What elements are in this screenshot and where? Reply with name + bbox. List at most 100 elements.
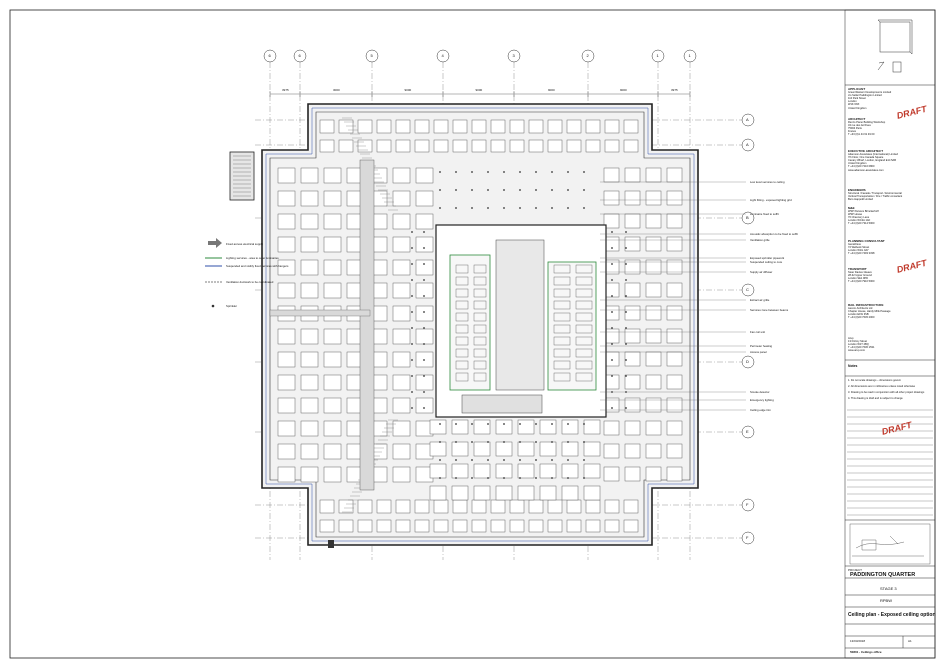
core-cell bbox=[455, 264, 469, 274]
ceiling-coffer bbox=[471, 119, 487, 134]
section-heading: PLANNING CONSULTANT bbox=[848, 239, 885, 243]
ceiling-coffer bbox=[392, 167, 411, 184]
ceiling-coffer bbox=[561, 419, 579, 435]
light-fitting bbox=[455, 459, 457, 461]
core-cell bbox=[553, 288, 571, 298]
ceiling-coffer bbox=[666, 420, 683, 436]
ceiling-coffer bbox=[645, 466, 662, 482]
light-fitting bbox=[423, 391, 425, 393]
section-heading: M&E bbox=[848, 206, 855, 210]
core-cell bbox=[455, 372, 469, 382]
ceiling-coffer bbox=[547, 139, 563, 153]
ceiling-coffer bbox=[509, 119, 525, 134]
light-fitting bbox=[625, 263, 627, 265]
project-label: PROJECT bbox=[848, 568, 863, 572]
section-line: London E1W 3SB bbox=[848, 313, 869, 317]
light-fitting bbox=[551, 441, 553, 443]
light-fitting bbox=[471, 171, 473, 173]
ceiling-coffer bbox=[473, 419, 491, 435]
ceiling-coffer bbox=[645, 397, 662, 413]
light-fitting bbox=[611, 311, 613, 313]
ceiling-coffer bbox=[473, 485, 491, 501]
light-fitting bbox=[535, 459, 537, 461]
core-cell bbox=[455, 288, 469, 298]
light-fitting bbox=[519, 171, 521, 173]
core-cell bbox=[455, 300, 469, 310]
core-cell bbox=[473, 324, 487, 334]
legend-arrow-symbol bbox=[208, 238, 222, 248]
ceiling-coffer bbox=[645, 213, 662, 229]
ceiling-coffer bbox=[415, 282, 434, 299]
ceiling-coffer bbox=[392, 236, 411, 253]
grid-bubble-column bbox=[263, 49, 277, 63]
annotation-text: Emergency lighting bbox=[750, 397, 774, 402]
section-line: United Kingdom bbox=[848, 162, 867, 166]
light-fitting bbox=[503, 477, 505, 479]
ceiling-coffer bbox=[415, 397, 434, 414]
light-fitting bbox=[439, 477, 441, 479]
ceiling-coffer bbox=[357, 119, 373, 134]
light-fitting bbox=[471, 189, 473, 191]
core-cell bbox=[575, 360, 593, 370]
ceiling-coffer bbox=[319, 119, 335, 134]
ceiling-coffer bbox=[277, 190, 296, 207]
light-fitting bbox=[583, 459, 585, 461]
light-fitting bbox=[625, 407, 627, 409]
ceiling-coffer bbox=[277, 328, 296, 345]
light-fitting bbox=[503, 441, 505, 443]
core-cell bbox=[553, 372, 571, 382]
ceiling-coffer bbox=[604, 119, 620, 134]
stage: STAGE 3 bbox=[880, 586, 897, 591]
light-fitting bbox=[411, 279, 413, 281]
ceiling-coffer bbox=[666, 282, 683, 298]
core-cell bbox=[455, 336, 469, 346]
grid-column-label: 1 bbox=[656, 53, 659, 58]
section-line: WSP Parsons Brinckerhoff bbox=[848, 210, 879, 213]
ceiling-coffer bbox=[471, 519, 487, 533]
core-lift-shaft-left bbox=[449, 254, 491, 391]
ceiling-coffer bbox=[623, 119, 639, 134]
grid-bubble-column bbox=[507, 49, 521, 63]
legend-dot-symbol bbox=[211, 304, 215, 308]
section-line: T +44 (0)20 7493 3338 bbox=[848, 252, 875, 256]
ceiling-coffer bbox=[495, 485, 513, 501]
light-fitting bbox=[503, 189, 505, 191]
annotation-text: Suspended ceiling to core bbox=[750, 259, 783, 264]
ceiling-coffer bbox=[666, 443, 683, 459]
light-fitting bbox=[519, 189, 521, 191]
ceiling-coffer bbox=[414, 139, 430, 153]
core-cell bbox=[455, 324, 469, 334]
light-fitting bbox=[583, 441, 585, 443]
ceiling-coffer bbox=[392, 305, 411, 322]
ceiling-coffer bbox=[566, 139, 582, 153]
section-line: www.arup.com bbox=[848, 349, 866, 353]
grid-column-label: 4 bbox=[441, 53, 444, 58]
legend-item-label: Sprinkler bbox=[226, 303, 238, 308]
ceiling-coffer bbox=[323, 282, 342, 299]
ceiling-coffer bbox=[624, 259, 641, 275]
grid-bubble-column bbox=[581, 49, 595, 63]
ceiling-coffer bbox=[645, 282, 662, 298]
core-cell bbox=[473, 348, 487, 358]
ceiling-coffer bbox=[623, 139, 639, 153]
ceiling-coffer bbox=[415, 190, 434, 207]
light-fitting bbox=[567, 477, 569, 479]
core-cell bbox=[575, 276, 593, 286]
light-fitting bbox=[519, 441, 521, 443]
ceiling-coffer bbox=[429, 441, 447, 457]
ceiling-coffer bbox=[392, 190, 411, 207]
legend-item-label: Fixed access electrical supply bbox=[226, 241, 263, 246]
core-cell bbox=[575, 324, 593, 334]
ceiling-coffer bbox=[452, 119, 468, 134]
light-fitting bbox=[625, 375, 627, 377]
light-fitting bbox=[503, 459, 505, 461]
ceiling-coffer bbox=[392, 420, 411, 437]
legend-item-label: Suspended and visibly fixed services wit… bbox=[226, 263, 289, 268]
ceiling-coffer bbox=[645, 443, 662, 459]
core-cell bbox=[473, 300, 487, 310]
ceiling-coffer bbox=[300, 374, 319, 391]
section-line: London SE1 9PD bbox=[848, 277, 869, 281]
dimension-label: 9000 bbox=[475, 88, 483, 92]
dimension-line bbox=[269, 91, 691, 97]
section-heading: EXECUTIVE ARCHITECT bbox=[848, 149, 884, 153]
